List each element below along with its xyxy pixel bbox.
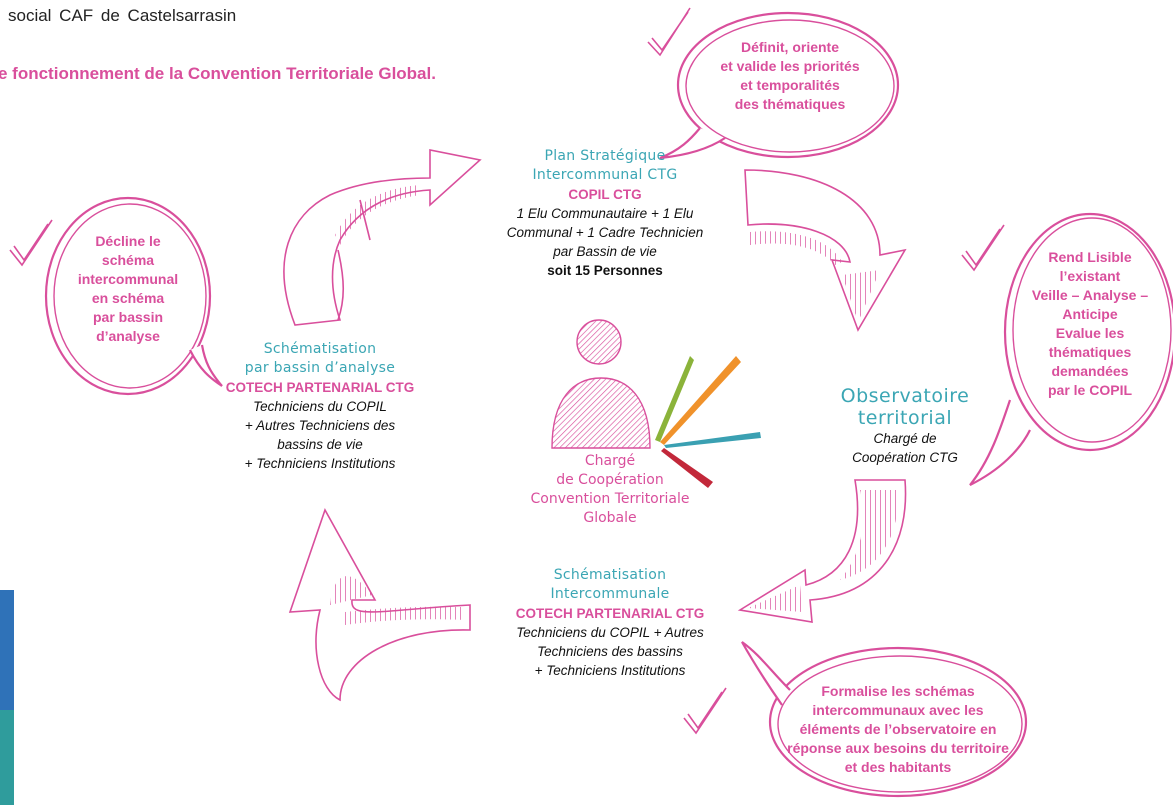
bubble-left-line: Décline le — [95, 233, 161, 249]
document-subtitle: social CAF de Castelsarrasin — [8, 6, 237, 25]
copil-desc-1: 1 Elu Communautaire + 1 Elu — [516, 206, 694, 221]
checkmark-icon-bottom — [683, 687, 727, 735]
bubble-bottom-line: intercommunaux avec les — [812, 702, 984, 718]
checkmark-icon-top — [647, 7, 691, 57]
bubble-top-line: et temporalités — [740, 77, 840, 93]
bubble-left-line: schéma — [101, 252, 155, 268]
center-line-3: Convention Territoriale — [530, 491, 690, 507]
bassin-node: Schématisation par bassin d’analyse COTE… — [180, 340, 460, 473]
center-line-4: Globale — [583, 510, 637, 526]
bubble-bottom-text: Formalise les schémas intercommunaux ave… — [778, 682, 1018, 777]
copil-name: COPIL CTG — [568, 187, 642, 202]
bubble-right-text: Rend Lisible l’existant Veille – Analyse… — [1015, 248, 1165, 400]
document-title: e fonctionnement de la Convention Territ… — [0, 64, 436, 83]
bubble-right-line: Evalue les — [1055, 325, 1125, 341]
bubble-right-line: Rend Lisible — [1048, 249, 1132, 265]
bubble-top-line: Définit, oriente — [740, 39, 839, 55]
bubble-left-text: Décline le schéma intercommunal en schém… — [58, 232, 198, 346]
checkmark-icon-left — [9, 219, 53, 267]
ray-burst-icon — [655, 356, 761, 488]
intercommunale-desc-1: Techniciens du COPIL + Autres — [516, 625, 704, 640]
bubble-right-line: Anticipe — [1062, 306, 1118, 322]
bassin-name: COTECH PARTENARIAL CTG — [225, 380, 415, 395]
bubble-top-line: des thématiques — [734, 96, 846, 112]
intercommunale-kicker-1: Schématisation — [553, 567, 667, 583]
intercommunale-name: COTECH PARTENARIAL CTG — [515, 606, 705, 621]
bubble-top-line: et valide les priorités — [720, 58, 860, 74]
copil-desc-2: Communal + 1 Cadre Technicien — [506, 225, 704, 240]
copil-kicker-1: Plan Stratégique — [544, 148, 666, 164]
bubble-left-line: d’analyse — [96, 328, 160, 344]
bubble-right-line: par le COPIL — [1047, 382, 1133, 398]
bubble-right-line: thématiques — [1048, 344, 1132, 360]
arrow-icon-bottom-right — [737, 479, 907, 623]
bassin-desc-2: + Autres Techniciens des — [244, 418, 396, 433]
center-line-2: de Coopération — [556, 472, 664, 488]
bubble-left-line: en schéma — [91, 290, 165, 306]
side-image-fragment-teal — [0, 710, 14, 805]
bubble-right-line: l’existant — [1059, 268, 1121, 284]
bubble-bottom-line: éléments de l’observatoire en — [799, 721, 997, 737]
intercommunale-desc-2: Techniciens des bassins — [537, 644, 683, 659]
bassin-kicker-1: Schématisation — [263, 341, 377, 357]
copil-node: Plan Stratégique Intercommunal CTG COPIL… — [460, 147, 750, 280]
bassin-desc-1: Techniciens du COPIL — [253, 399, 387, 414]
copil-desc-3: par Bassin de vie — [553, 244, 657, 259]
checkmark-icon-right — [961, 224, 1005, 272]
bubble-bottom-line: réponse aux besoins du territoire — [787, 740, 1009, 756]
observatoire-title-1: Observatoire — [840, 385, 970, 407]
bubble-left-line: par bassin — [92, 309, 164, 325]
copil-kicker-2: Intercommunal CTG — [532, 167, 678, 183]
speech-bubble-right — [969, 212, 1173, 486]
arrow-icon-top-left — [283, 149, 482, 326]
bubble-right-line: Veille – Analyse – — [1031, 287, 1149, 303]
speech-bubble-top — [659, 11, 900, 160]
side-image-fragment-blue — [0, 590, 14, 710]
arrow-icon-top-right — [744, 169, 907, 332]
arrow-icon-bottom-left — [288, 508, 471, 702]
copil-total: soit 15 Personnes — [547, 263, 663, 278]
bubble-left-line: intercommunal — [77, 271, 179, 287]
bubble-bottom-line: Formalise les schémas — [821, 683, 975, 699]
center-line-1: Chargé — [584, 453, 636, 469]
observatoire-title-2: territorial — [857, 407, 953, 429]
bassin-kicker-2: par bassin d’analyse — [244, 360, 396, 376]
bubble-right-line: demandées — [1051, 363, 1129, 379]
center-node: Chargé de Coopération Convention Territo… — [500, 452, 720, 528]
intercommunale-kicker-2: Intercommunale — [550, 586, 670, 602]
intercommunale-desc-3: + Techniciens Institutions — [534, 663, 686, 678]
speech-bubble-bottom — [741, 641, 1028, 798]
intercommunale-node: Schématisation Intercommunale COTECH PAR… — [470, 566, 750, 680]
observatoire-desc-2: Coopération CTG — [852, 450, 958, 465]
speech-bubble-left — [44, 196, 223, 396]
bubble-top-text: Définit, oriente et valide les priorités… — [690, 38, 890, 114]
bassin-desc-3: bassins de vie — [277, 437, 363, 452]
observatoire-node: Observatoire territorial Chargé de Coopé… — [810, 385, 1000, 467]
bubble-bottom-line: et des habitants — [844, 759, 952, 775]
bassin-desc-4: + Techniciens Institutions — [244, 456, 396, 471]
observatoire-desc-1: Chargé de — [873, 431, 937, 446]
person-icon — [551, 319, 651, 449]
